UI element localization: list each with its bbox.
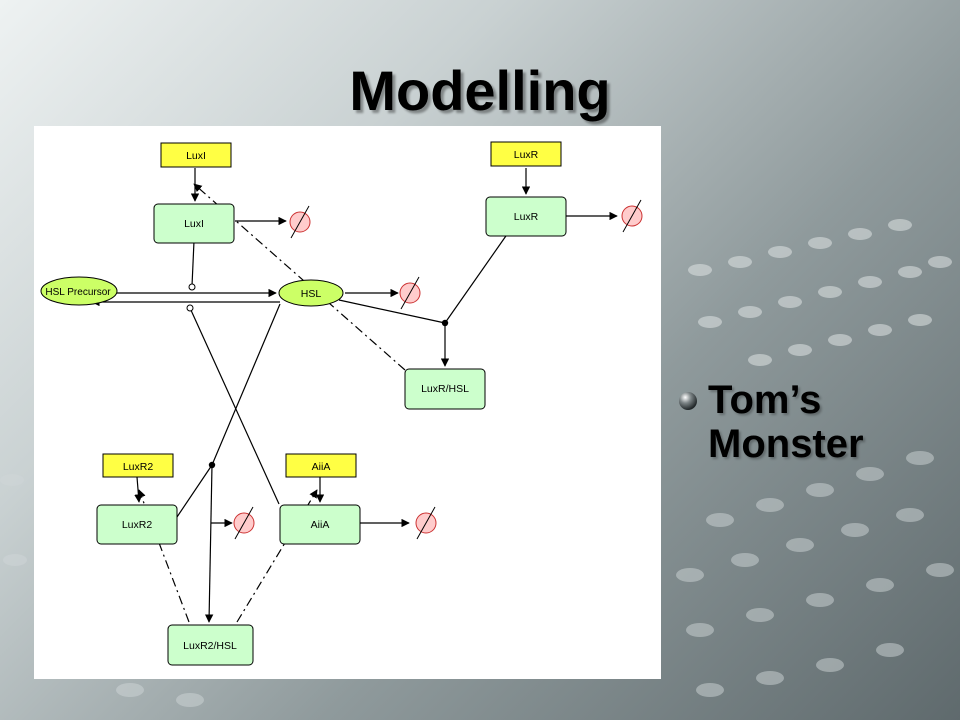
degradation-sink-hsl	[399, 276, 421, 310]
protein-luxr2: LuxR2	[96, 504, 178, 545]
edge-hsl-to-junction	[338, 299, 446, 324]
complex-luxr2-hsl: LuxR2/HSL	[167, 624, 254, 666]
edge-junction-to-luxr2-hsl	[204, 464, 214, 623]
gene-network-diagram: LuxI LuxR LuxR2 AiiA LuxI LuxR LuxR2	[34, 126, 661, 679]
protein-aiia-label: AiiA	[311, 519, 330, 531]
degradation-sink-aiia	[415, 506, 437, 540]
edge-hsl-to-junction-2	[211, 303, 281, 466]
modifier-circle-aiia	[186, 304, 194, 312]
species-hsl-precursor-label: HSL Precursor	[45, 287, 111, 298]
edge-aiia-catalysis	[189, 307, 280, 505]
degradation-sink-luxr2	[233, 506, 255, 540]
gene-luxi: LuxI	[160, 142, 232, 168]
protein-luxi-label: LuxI	[184, 218, 204, 230]
edge-luxr-to-junction	[444, 232, 509, 324]
complex-luxr-hsl-label: LuxR/HSL	[421, 383, 469, 395]
edge-luxi-catalysis	[191, 240, 195, 287]
gene-luxi-label: LuxI	[186, 150, 206, 162]
gene-luxr2: LuxR2	[102, 453, 174, 478]
gene-luxr-label: LuxR	[514, 149, 539, 161]
gene-aiia: AiiA	[285, 453, 357, 478]
complex-luxr-hsl: LuxR/HSL	[404, 368, 486, 410]
junction-dot-luxr2-hsl	[208, 461, 216, 469]
modifier-circle-luxi	[188, 283, 196, 291]
degradation-sink-luxr	[621, 199, 643, 233]
protein-luxr2-label: LuxR2	[122, 519, 153, 531]
protein-luxr: LuxR	[485, 196, 567, 237]
gene-luxr: LuxR	[490, 141, 562, 167]
complex-luxr2-hsl-label: LuxR2/HSL	[183, 640, 237, 652]
species-hsl: HSL	[278, 279, 344, 307]
slide-title: Modelling	[349, 59, 611, 122]
protein-aiia: AiiA	[279, 504, 361, 545]
gene-luxr2-label: LuxR2	[123, 461, 154, 473]
gene-aiia-label: AiiA	[312, 461, 331, 473]
protein-luxi: LuxI	[153, 203, 235, 244]
bullet-text: Tom’s Monster	[708, 378, 864, 466]
junction-dot-luxr-hsl	[441, 319, 449, 327]
species-hsl-label: HSL	[301, 288, 322, 300]
protein-luxr-label: LuxR	[514, 211, 539, 223]
edge-luxr2-to-junction	[176, 464, 213, 518]
species-hsl-precursor: HSL Precursor	[40, 276, 118, 306]
bullet-sphere-icon	[679, 392, 697, 410]
degradation-sink-luxi	[289, 205, 311, 239]
edge-luxr2-gene-to-protein	[134, 476, 143, 503]
